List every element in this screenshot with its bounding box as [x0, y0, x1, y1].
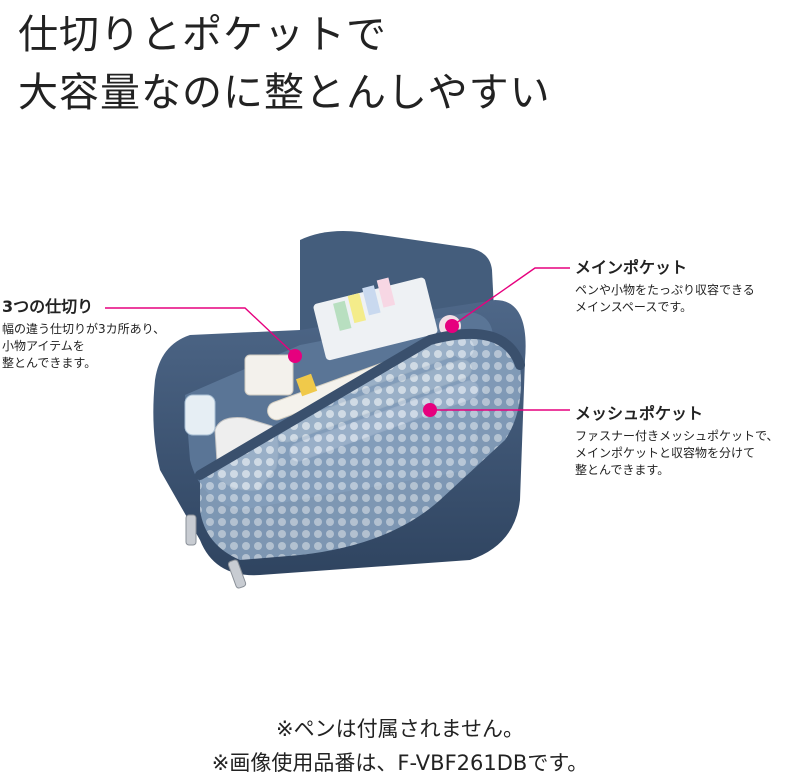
zipper-pull-bottom [227, 559, 247, 589]
headline-line-1: 仕切りとポケットで [18, 12, 387, 58]
callout-main-pocket-body: ペンや小物をたっぷり収容できる メインスペースです。 [575, 283, 755, 314]
callout-mesh-pocket-body: ファスナー付きメッシュポケットで、 メインポケットと収容物を分けて 整とんできま… [575, 429, 779, 477]
headline: 仕切りとポケットで 大容量なのに整とんしやすい [18, 6, 551, 122]
mesh-pocket-binding [195, 328, 525, 480]
marker-dot-main-pocket [445, 319, 459, 333]
sticky-notes [313, 277, 438, 361]
headline-line-2: 大容量なのに整とんしやすい [18, 70, 551, 116]
eraser [244, 354, 294, 396]
callout-dividers-body: 幅の違う仕切りが3カ所あり、 小物アイテムを 整とんできます。 [2, 322, 166, 370]
mesh-pocket [200, 333, 521, 560]
callout-mesh-pocket: メッシュポケット ファスナー付きメッシュポケットで、 メインポケットと収容物を分… [575, 404, 800, 479]
marker-dot-dividers [288, 349, 302, 363]
callout-main-pocket: メインポケット ペンや小物をたっぷり収容できる メインスペースです。 [575, 258, 800, 316]
footnotes: ※ペンは付属されません。 ※画像使用品番は、F-VBF261DBです。 [0, 712, 800, 780]
leader-line-main-pocket [451, 267, 570, 327]
pencil-pouch [153, 231, 526, 589]
footnote-model-number: ※画像使用品番は、F-VBF261DBです。 [211, 751, 589, 775]
callout-dividers-title: 3つの仕切り [2, 297, 94, 316]
callout-dividers: 3つの仕切り 幅の違う仕切りが3カ所あり、 小物アイテムを 整とんできます。 [2, 297, 212, 372]
glue-bottle [184, 394, 216, 436]
callout-main-pocket-title: メインポケット [575, 258, 688, 277]
footnote-pens-not-included: ※ペンは付属されません。 [276, 717, 524, 741]
leader-line-dividers [105, 307, 296, 356]
callout-mesh-pocket-title: メッシュポケット [575, 404, 704, 423]
zipper-pull [185, 514, 197, 546]
marker-dot-mesh-pocket [423, 403, 437, 417]
leader-lines [105, 267, 570, 411]
